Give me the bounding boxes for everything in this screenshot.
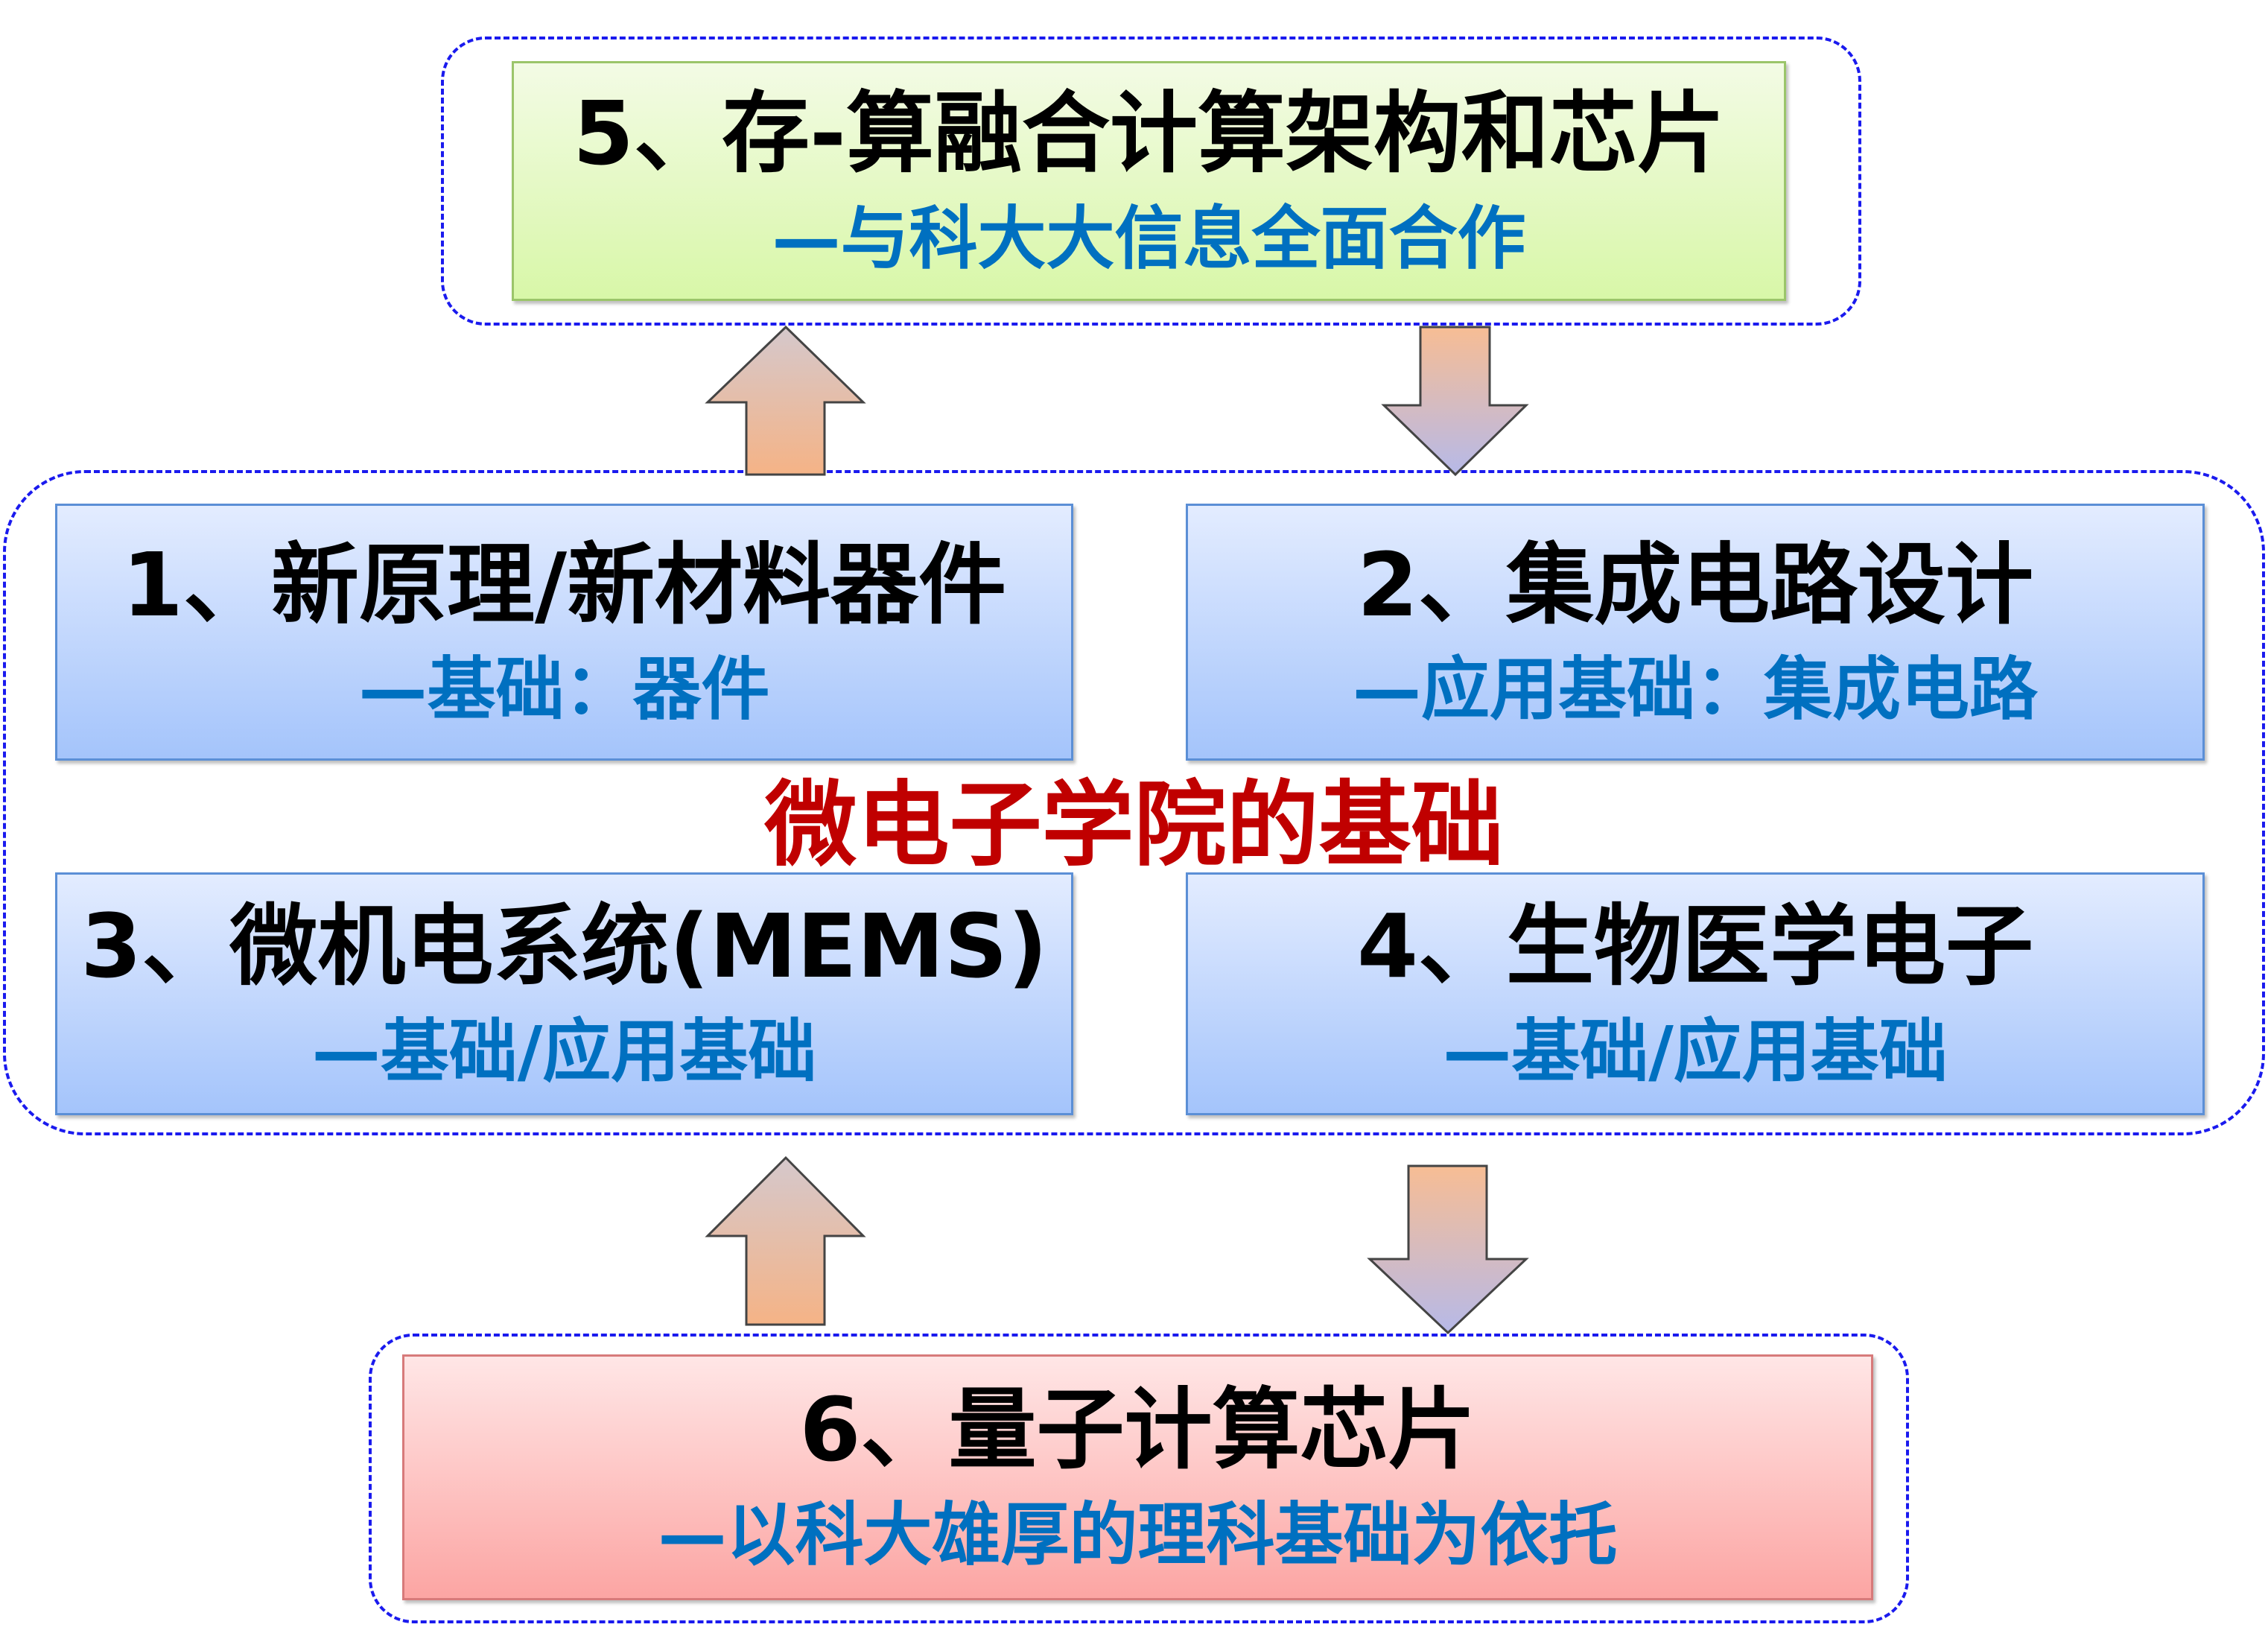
box-subtitle: —与科大大信息全面合作 — [772, 198, 1526, 279]
box-subtitle: —基础/应用基础 — [1443, 1011, 1948, 1091]
box-title: 2、集成电路设计 — [1356, 533, 2034, 636]
box-mems: 3、微机电系统(MEMS) —基础/应用基础 — [55, 872, 1073, 1115]
box-storage-compute-chip: 5、存-算融合计算架构和芯片 —与科大大信息全面合作 — [512, 61, 1786, 301]
arrow-up-icon — [705, 1155, 866, 1326]
bottom-group — [369, 1334, 1909, 1623]
box-subtitle: —应用基础：集成电路 — [1352, 650, 2038, 730]
center-label: 微电子学院的基础 — [764, 772, 1504, 879]
arrow-down-icon — [1367, 1164, 1529, 1335]
box-title: 3、微机电系统(MEMS) — [80, 895, 1048, 998]
top-group — [441, 37, 1861, 326]
box-quantum-chip: 6、量子计算芯片 —以科大雄厚的理科基础为依托 — [402, 1354, 1873, 1600]
box-subtitle: —基础：器件 — [358, 650, 770, 730]
box-new-materials-devices: 1、新原理/新材料器件 —基础：器件 — [55, 504, 1073, 761]
box-biomedical-electronics: 4、生物医学电子 —基础/应用基础 — [1186, 872, 2205, 1115]
arrow-down-icon — [1381, 326, 1529, 477]
middle-group — [3, 470, 2265, 1135]
box-ic-design: 2、集成电路设计 —应用基础：集成电路 — [1186, 504, 2205, 761]
box-title: 6、量子计算芯片 — [799, 1378, 1476, 1482]
box-title: 1、新原理/新材料器件 — [121, 533, 1007, 636]
arrow-up-icon — [705, 325, 866, 476]
box-title: 5、存-算融合计算架构和芯片 — [572, 82, 1726, 186]
box-subtitle: —以科大雄厚的理科基础为依托 — [658, 1494, 1618, 1575]
box-title: 4、生物医学电子 — [1356, 895, 2034, 998]
box-subtitle: —基础/应用基础 — [311, 1011, 817, 1091]
